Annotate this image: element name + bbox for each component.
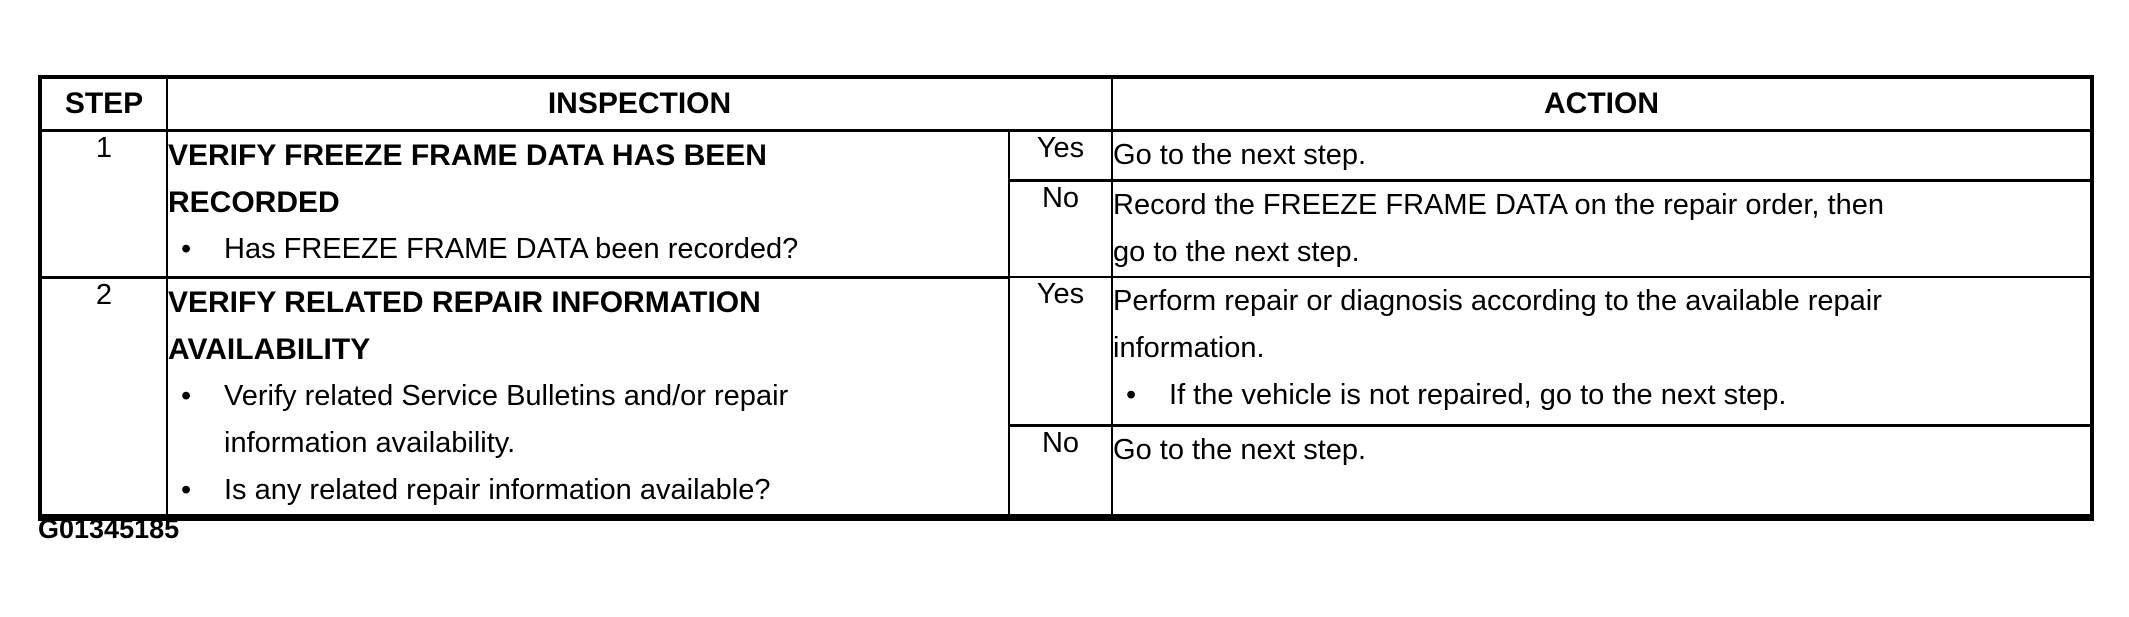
answer-cell-no: No: [1007, 178, 1114, 278]
column-header-inspection: INSPECTION: [165, 76, 1114, 132]
bullet-icon: •: [1126, 379, 1137, 411]
diagnostic-table: STEP INSPECTION ACTION 1 VERIFY FREEZE F…: [38, 75, 2095, 521]
step-number-cell: 1: [39, 129, 168, 278]
inspection-title: VERIFY FREEZE FRAME DATA HAS BEEN RECORD…: [168, 138, 767, 219]
inspection-bullet-text: Verify related Service Bulletins and/or …: [224, 379, 789, 459]
table-row-step1-yes: 1 VERIFY FREEZE FRAME DATA HAS BEEN RECO…: [39, 129, 2094, 278]
action-text: Record the FREEZE FRAME DATA on the repa…: [1113, 188, 1884, 268]
inspection-cell: VERIFY FREEZE FRAME DATA HAS BEEN RECORD…: [166, 129, 1010, 278]
answer-cell-no: No: [1007, 424, 1114, 519]
bullet-icon: •: [181, 473, 192, 506]
inspection-bullet-item: • Has FREEZE FRAME DATA been recorded?: [169, 226, 1007, 273]
inspection-bullet-text: Is any related repair information availa…: [224, 473, 771, 506]
column-header-step: STEP: [39, 76, 168, 132]
table-row-step2-yes: 2 VERIFY RELATED REPAIR INFORMATION AVAI…: [39, 275, 2094, 518]
action-cell: Perform repair or diagnosis according to…: [1111, 276, 2094, 427]
action-cell: Go to the next step.: [1111, 129, 2094, 181]
figure-code: G01345185: [38, 514, 180, 544]
action-text: Perform repair or diagnosis according to…: [1113, 285, 1882, 364]
action-text: Go to the next step.: [1113, 434, 1367, 467]
answer-cell-yes: Yes: [1007, 276, 1114, 427]
step-number-cell: 2: [39, 275, 168, 518]
inspection-title: VERIFY RELATED REPAIR INFORMATION AVAILA…: [168, 285, 761, 366]
action-bullet-text: If the vehicle is not repaired, go to th…: [1169, 379, 1787, 411]
action-bullet-item: • If the vehicle is not repaired, go to …: [1114, 372, 2090, 419]
inspection-bullet-item: • Is any related repair information avai…: [169, 467, 1007, 514]
bullet-icon: •: [181, 232, 192, 265]
answer-cell-yes: Yes: [1007, 129, 1114, 181]
column-header-action: ACTION: [1111, 76, 2094, 132]
action-cell: Record the FREEZE FRAME DATA on the repa…: [1111, 178, 2094, 278]
table-row-step2-no: No Go to the next step.: [40, 424, 2094, 519]
table-header-row: STEP INSPECTION ACTION: [39, 76, 2094, 132]
table-row-step1-no: No Record the FREEZE FRAME DATA on the r…: [40, 178, 2094, 278]
action-text: Go to the next step.: [1113, 138, 1367, 171]
inspection-cell: VERIFY RELATED REPAIR INFORMATION AVAILA…: [166, 275, 1010, 518]
bullet-icon: •: [181, 379, 192, 412]
action-cell: Go to the next step.: [1111, 424, 2094, 519]
inspection-bullet-item: • Verify related Service Bulletins and/o…: [169, 373, 1007, 467]
inspection-bullet-text: Has FREEZE FRAME DATA been recorded?: [224, 232, 799, 265]
